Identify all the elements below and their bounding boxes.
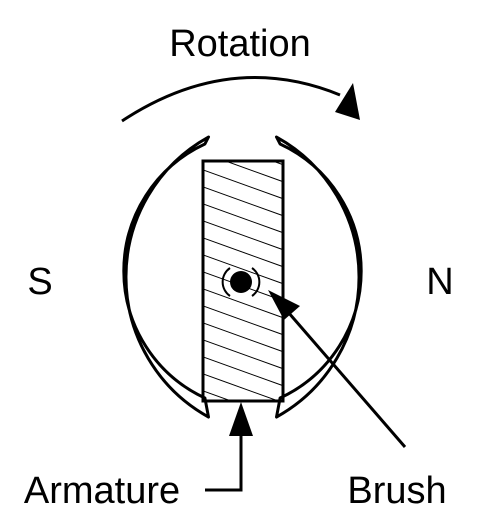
hatch-line <box>203 220 283 251</box>
rotation-label: Rotation <box>169 23 311 65</box>
hatch-line <box>203 203 283 234</box>
north-pole-label: N <box>426 261 453 303</box>
shaft <box>221 267 261 297</box>
hatch-line <box>203 305 283 336</box>
armature-leader-arrowhead <box>229 402 253 436</box>
shaft-paren-right <box>251 267 261 297</box>
armature-hatching <box>195 99 295 475</box>
hatch-line <box>203 288 283 319</box>
hatch-line <box>203 237 283 268</box>
brush-label: Brush <box>347 470 446 512</box>
shaft-paren-left <box>221 267 231 297</box>
armature-label: Armature <box>24 470 180 512</box>
rotation-arrow-arc <box>121 76 341 123</box>
hatch-line <box>271 161 283 166</box>
hatch-line <box>203 356 283 387</box>
hatch-line <box>203 373 280 401</box>
armature <box>195 99 295 475</box>
hatch-line <box>203 254 283 285</box>
south-magnet-pole <box>122 135 210 419</box>
hatch-line <box>203 390 233 401</box>
armature-leader-line <box>205 430 243 492</box>
brush-leader-arrowhead <box>268 290 300 320</box>
north-magnet-pole <box>275 135 363 419</box>
hatch-line <box>203 322 283 353</box>
south-pole-label: S <box>27 261 52 303</box>
rotation-arrowhead <box>335 83 360 120</box>
hatch-line <box>203 339 283 370</box>
hatch-line <box>195 116 295 152</box>
hatch-line <box>195 99 295 135</box>
hatch-line <box>195 439 295 475</box>
brush-leader-line <box>286 311 407 448</box>
hatch-line <box>203 186 283 217</box>
shaft-dot <box>230 271 252 293</box>
hatch-line <box>224 161 283 183</box>
hatch-line <box>203 169 283 200</box>
armature-outline <box>201 159 285 403</box>
